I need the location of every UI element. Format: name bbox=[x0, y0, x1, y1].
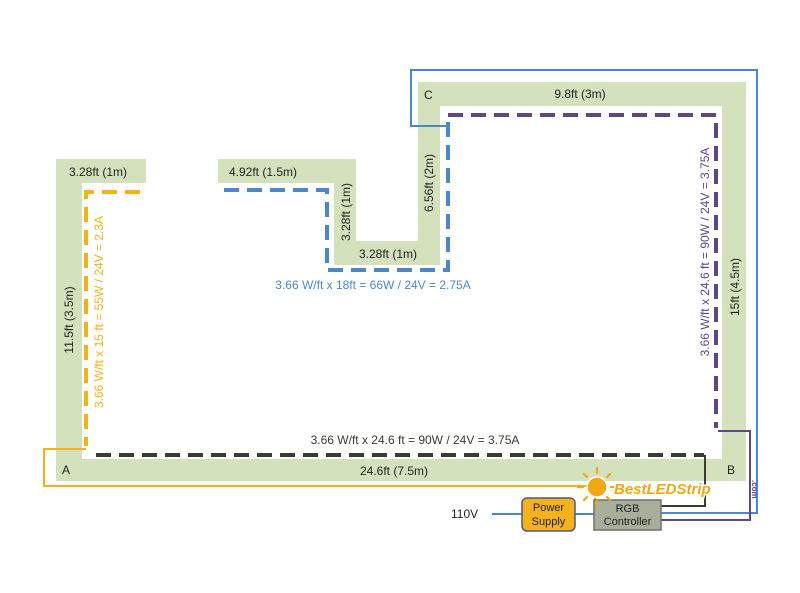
corner-label-a: A bbox=[62, 463, 70, 477]
track-left-side bbox=[56, 159, 82, 481]
wire-purple bbox=[660, 430, 751, 521]
led-strips bbox=[84, 113, 718, 457]
rgb-controller-label-line2: Controller bbox=[604, 516, 652, 528]
segment-label-bottom: 24.6ft (7.5m) bbox=[360, 464, 428, 478]
track-right-side bbox=[722, 82, 746, 481]
calc-label-blue: 3.66 W/ft x 18ft = 66W / 24V = 2.75A bbox=[275, 278, 470, 292]
rgb-controller-box bbox=[593, 499, 662, 531]
segment-label-mid-top: 4.92ft (1.5m) bbox=[229, 165, 297, 179]
wire-blue bbox=[410, 69, 758, 514]
segment-label-mid-bottom: 3.28ft (1m) bbox=[359, 247, 417, 261]
track-mid-top bbox=[218, 159, 356, 183]
strip-yellow bbox=[84, 190, 140, 446]
strip-purple bbox=[448, 113, 718, 428]
calc-label-dark: 3.66 W/ft x 24.6 ft = 90W / 24V = 3.75A bbox=[311, 433, 520, 447]
wiring bbox=[43, 69, 758, 521]
calc-label-purple: 3.66 W/ft x 24.6 ft = 90W / 24V = 3.75A bbox=[698, 148, 712, 357]
power-supply-label-line2: Supply bbox=[532, 516, 566, 528]
segment-label-top-right: 9.8ft (3m) bbox=[554, 87, 605, 101]
corner-label-b: B bbox=[727, 463, 735, 477]
sun-icon bbox=[576, 466, 618, 508]
segment-label-mid-drop: 3.28ft (1m) bbox=[339, 183, 353, 241]
power-supply: Power Supply bbox=[521, 497, 576, 532]
calc-label-yellow: 3.66 W/ft x 15 ft = 55W / 24V = 2.3A bbox=[92, 216, 106, 408]
track-mid-drop bbox=[334, 159, 356, 265]
strip-blue bbox=[224, 122, 450, 272]
input-voltage-label: 110V bbox=[451, 507, 478, 521]
corner-label-c: C bbox=[424, 88, 433, 102]
led-track bbox=[56, 82, 746, 481]
power-supply-box bbox=[521, 497, 576, 532]
segment-label-right-side: 15ft (4.5m) bbox=[728, 258, 742, 316]
segment-label-mid-rise: 6.56ft (2m) bbox=[422, 154, 436, 212]
rgb-controller-label-line1: RGB bbox=[616, 503, 640, 515]
track-bottom bbox=[56, 459, 746, 481]
logo-suffix: .com bbox=[750, 480, 759, 499]
track-top-right bbox=[418, 82, 746, 106]
logo-name: BestLEDStrip bbox=[614, 481, 711, 498]
wire-dark bbox=[660, 455, 706, 507]
bestledstrip-logo: BestLEDStrip .com bbox=[576, 466, 759, 508]
rgb-controller: RGB Controller bbox=[593, 499, 662, 531]
power-supply-label-line1: Power bbox=[533, 502, 565, 514]
segment-label-left-side: 11.5ft (3.5m) bbox=[62, 286, 76, 353]
segment-label-left-top: 3.28ft (1m) bbox=[69, 165, 127, 179]
track-mid-rise bbox=[418, 82, 440, 265]
